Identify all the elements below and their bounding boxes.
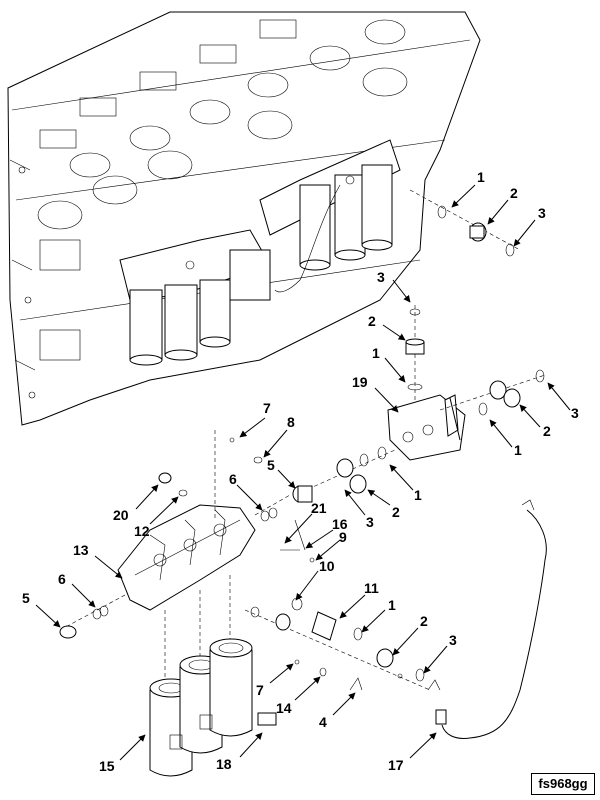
callout-2-lower: 2: [420, 613, 428, 629]
callout-14: 14: [276, 700, 292, 716]
callout-7-upper: 7: [263, 400, 271, 416]
callout-1-upper: 1: [477, 169, 485, 185]
callout-6-left: 6: [58, 571, 66, 587]
callout-2-middle: 2: [392, 504, 400, 520]
callout-3-middle: 3: [366, 514, 374, 530]
callout-1-middle: 1: [414, 487, 422, 503]
filter-head-manifold: [117, 430, 263, 611]
callout-2-valve-top: 2: [368, 313, 376, 329]
callout-18: 18: [216, 756, 232, 772]
sensor-harness: [435, 499, 547, 739]
callout-3-lower: 3: [449, 632, 457, 648]
callout-labels: 1 2 3 3 2 1 19 1 2 3 7 8 5 1 2 3 6 20 12…: [22, 169, 579, 774]
callout-3-valve-top: 3: [377, 269, 385, 285]
callout-3-upper: 3: [538, 205, 546, 221]
callout-8: 8: [287, 414, 295, 430]
valve-block: [387, 305, 546, 461]
lower-fittings: [244, 519, 441, 691]
callout-15: 15: [99, 758, 115, 774]
callout-5-left: 5: [22, 590, 30, 606]
callout-4: 4: [319, 714, 327, 730]
callout-10: 10: [319, 558, 335, 574]
callout-5-middle: 5: [267, 457, 275, 473]
callout-17: 17: [388, 757, 404, 773]
middle-fittings: [292, 446, 396, 503]
callout-13: 13: [73, 542, 89, 558]
callout-3-valve-right: 3: [571, 405, 579, 421]
spin-on-filters: [149, 575, 277, 777]
callout-2-upper: 2: [510, 185, 518, 201]
callout-12: 12: [134, 523, 150, 539]
left-fittings: [59, 494, 291, 639]
callout-21: 21: [311, 500, 327, 516]
engine-block: [7, 11, 481, 426]
upper-right-fittings: [409, 189, 521, 257]
callout-9: 9: [339, 529, 347, 545]
callout-1-lower: 1: [388, 597, 396, 613]
callout-20: 20: [113, 507, 129, 523]
callout-2-valve-right: 2: [543, 423, 551, 439]
engine-mounted-filters: [119, 139, 401, 366]
callout-6-middle: 6: [229, 471, 237, 487]
callout-1-valve-top: 1: [372, 345, 380, 361]
callout-16: 16: [332, 516, 348, 532]
callout-leaders: [35, 184, 571, 761]
callout-7-lower: 7: [256, 682, 264, 698]
callout-19-valve-block: 19: [352, 374, 368, 390]
figure-id-label: fs968gg: [531, 773, 595, 795]
callout-1-valve-right: 1: [514, 442, 522, 458]
callout-11: 11: [364, 580, 379, 596]
